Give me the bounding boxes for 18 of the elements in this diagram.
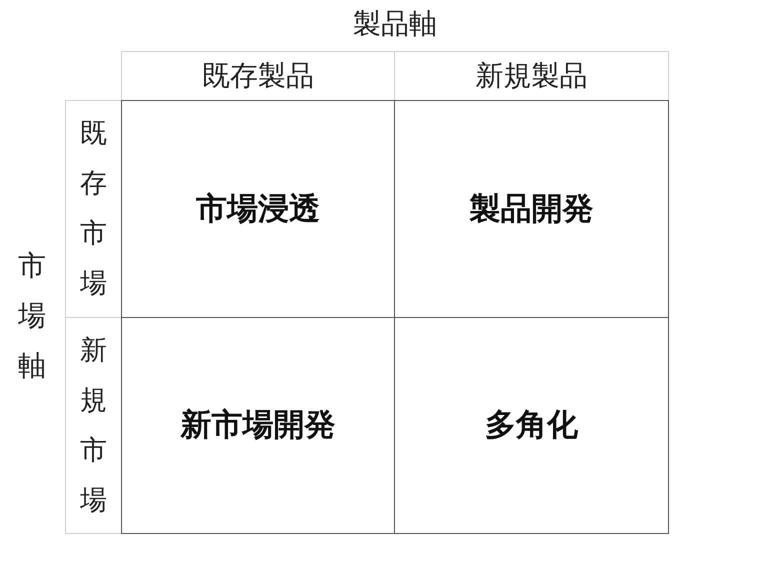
header-cell — [394, 51, 669, 101]
axis-label: 製品軸 — [353, 10, 437, 38]
column-header: 新規製品 — [476, 62, 588, 90]
matrix-cell — [394, 100, 669, 318]
quadrant-label: 製品開発 — [470, 194, 594, 224]
header-cell — [121, 51, 395, 101]
column-header: 既存製品 — [202, 62, 314, 90]
header-cell — [65, 317, 122, 534]
quadrant-label: 新市場開発 — [180, 410, 336, 441]
quadrant-label: 市場浸透 — [196, 194, 320, 224]
row-header: 既存市場 — [80, 117, 107, 301]
axis-label: 市場軸 — [18, 248, 46, 384]
quadrant-label: 多角化 — [485, 410, 578, 441]
matrix-cell — [121, 317, 395, 534]
matrix-cell — [121, 100, 395, 318]
matrix-cell — [394, 317, 669, 534]
header-cell — [65, 100, 122, 318]
row-header: 新規市場 — [80, 334, 107, 518]
